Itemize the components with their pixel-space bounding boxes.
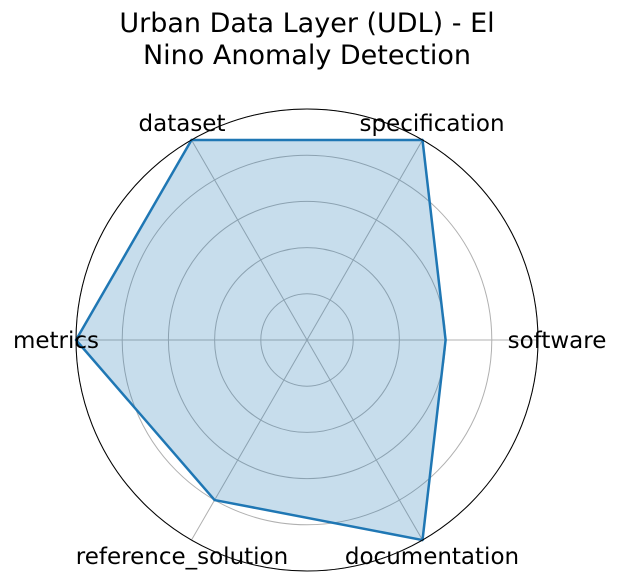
axis-label-documentation: documentation [345,544,519,570]
axis-labels: software specification dataset metrics r… [13,111,606,570]
spoke-specification [306,139,423,341]
axis-label-reference-solution: reference_solution [76,544,288,570]
axis-label-software: software [508,328,607,354]
axis-label-dataset: dataset [139,111,226,137]
data-point-reference-solution [213,498,216,502]
chart-title-line-2: Nino Anomaly Detection [143,40,471,71]
series-area [76,139,446,541]
axis-label-metrics: metrics [13,328,99,354]
spoke-reference-solution [191,339,308,541]
series-layer [74,138,447,542]
axis-label-specification: specification [359,111,504,137]
spoke-documentation [306,339,423,541]
spoke-dataset [191,139,308,341]
data-point-software [444,338,447,342]
chart-title-line-1: Urban Data Layer (UDL) - El [119,8,494,39]
polar-frame [75,108,539,572]
chart-title: Urban Data Layer (UDL) - El Nino Anomaly… [119,8,494,71]
